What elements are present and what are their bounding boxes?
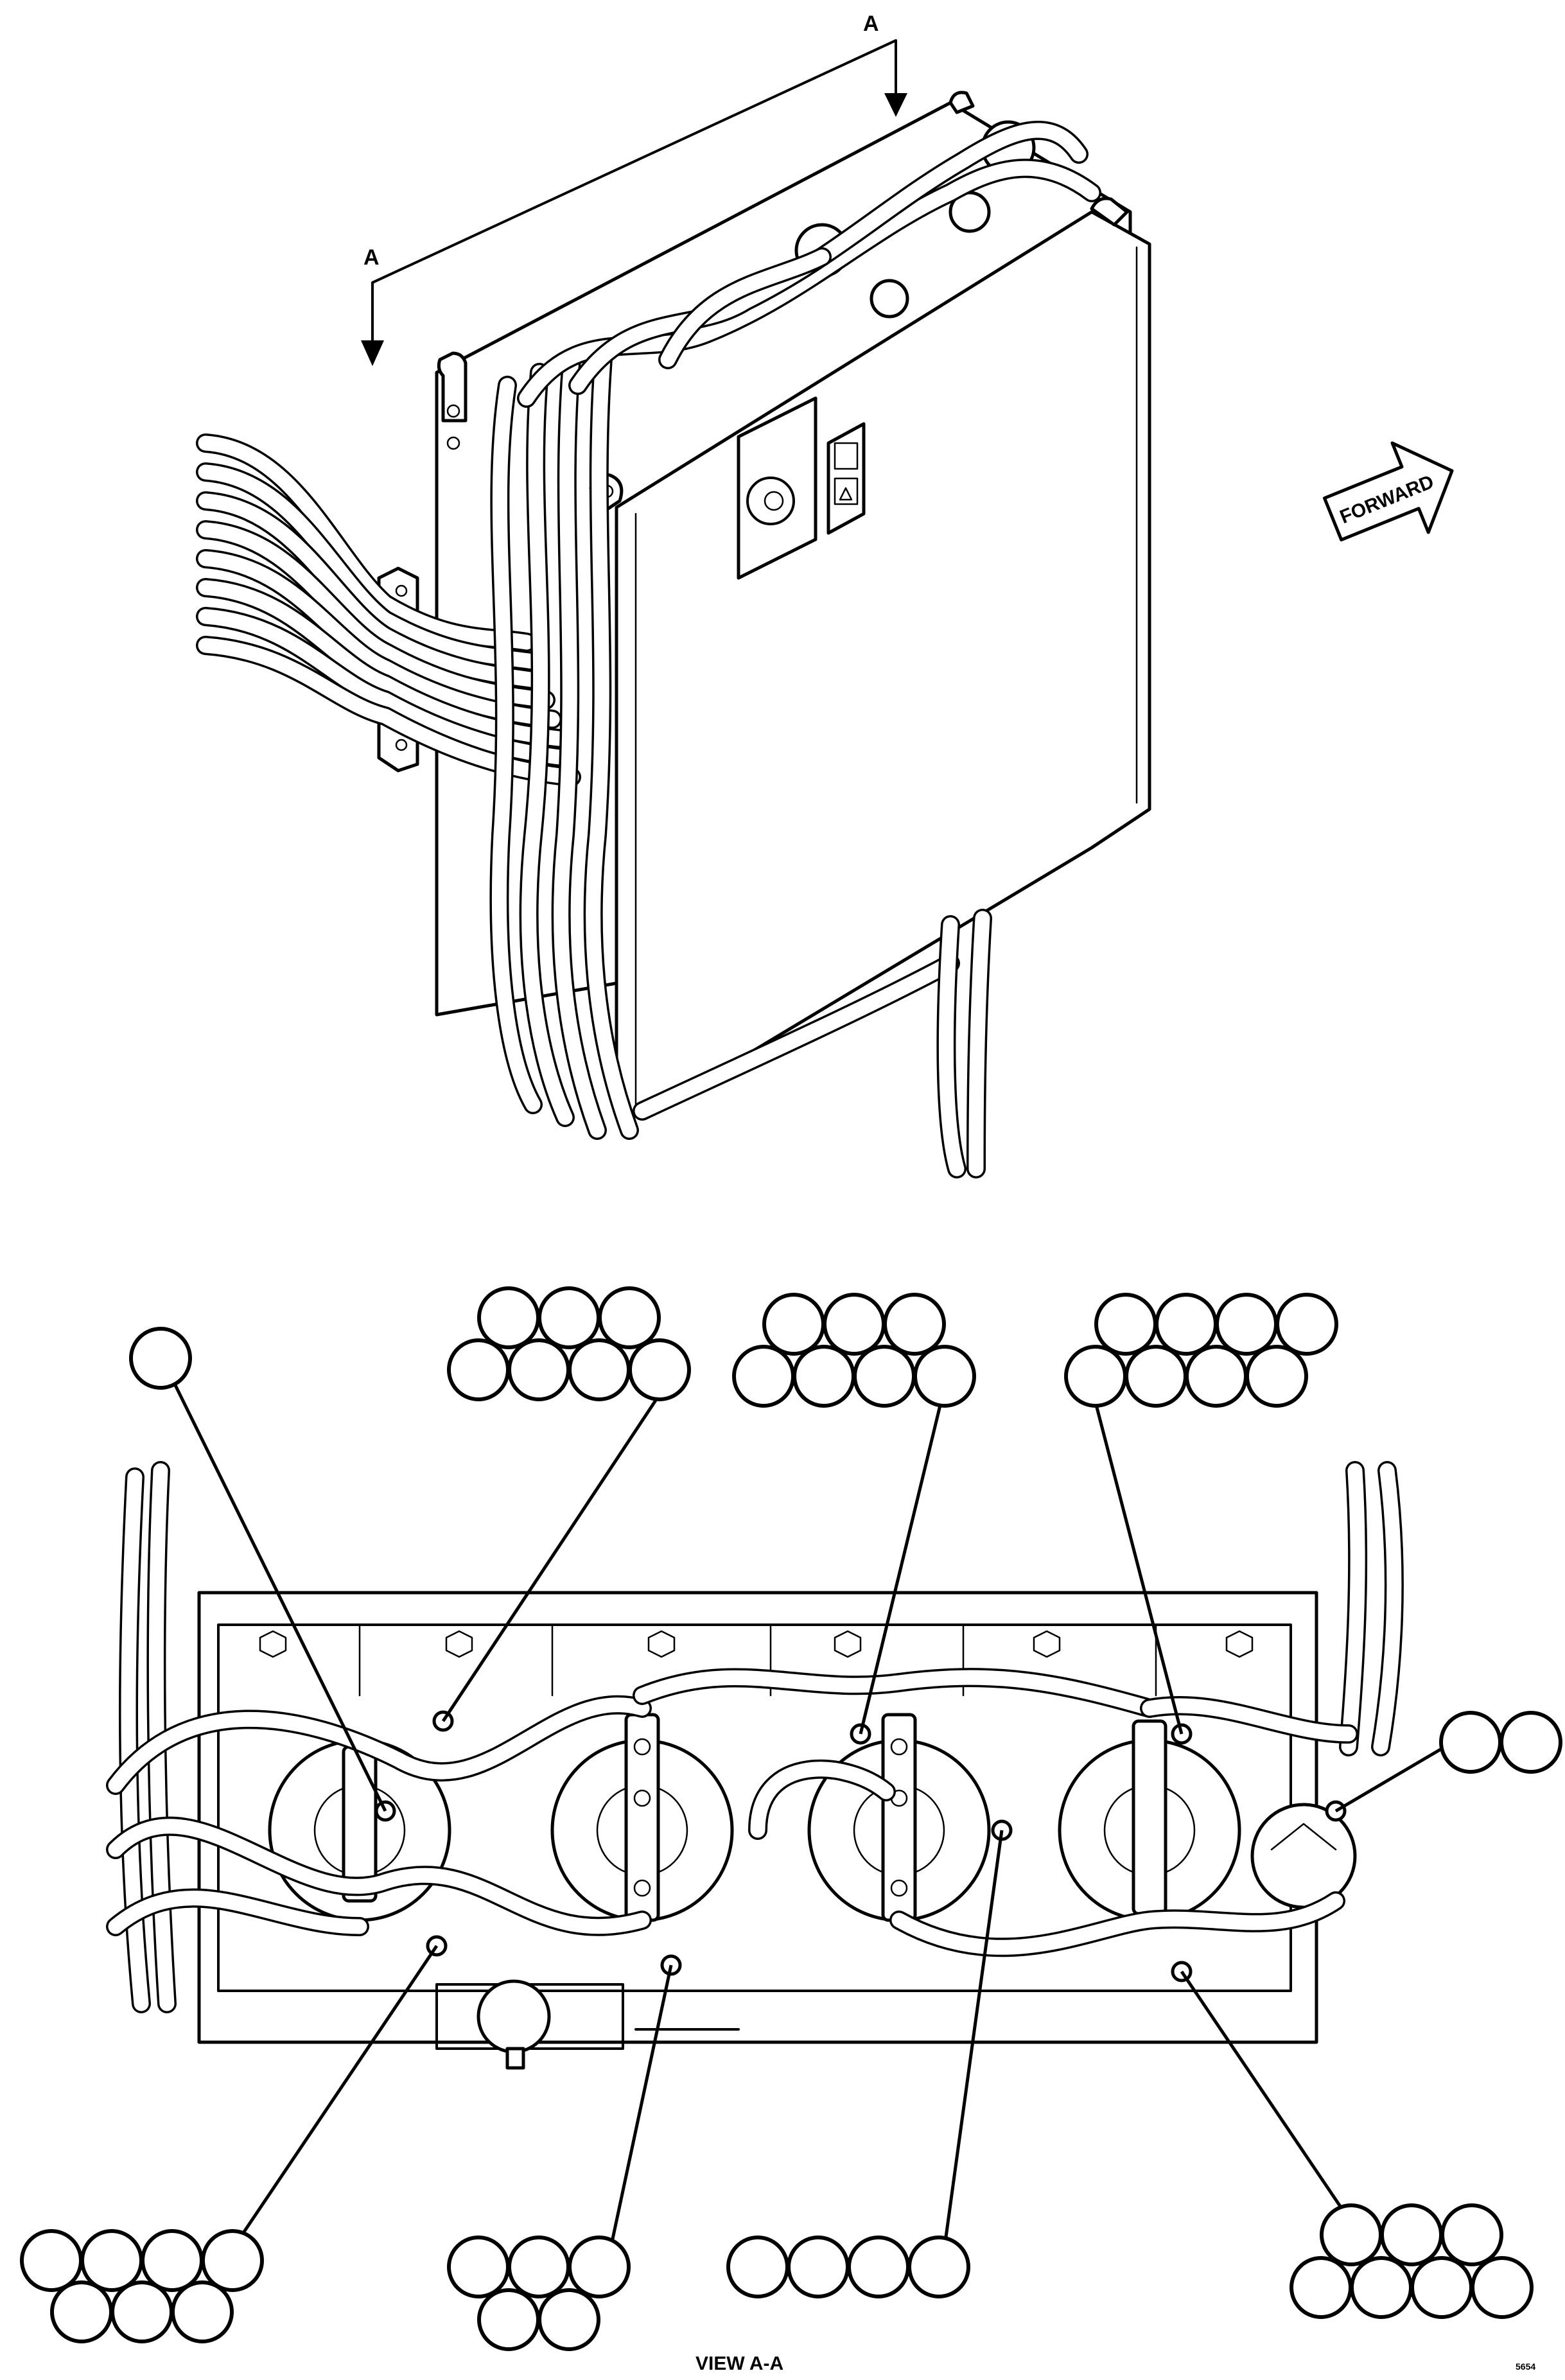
section-arrowhead-right	[884, 93, 907, 117]
section-arrowhead-left	[361, 340, 384, 366]
top-hose-runs	[517, 121, 1101, 408]
callout-bubble	[726, 2236, 789, 2298]
callout-bubble	[507, 1338, 570, 1401]
callout-bubble	[1410, 2256, 1473, 2319]
callout-bubble	[1350, 2256, 1413, 2319]
frame-bolts	[259, 1630, 1254, 1658]
callout-bubble	[477, 1286, 540, 1349]
callout-group-2	[441, 1286, 691, 1722]
callout-bubble	[80, 2229, 143, 2292]
callout-group-5	[1334, 1711, 1562, 1813]
callout-group-4	[1064, 1293, 1338, 1735]
callout-bubble	[907, 2236, 970, 2298]
valve-fittings	[342, 1713, 1167, 1922]
callout-group-7	[447, 1964, 673, 2351]
callout-bubble	[847, 2236, 910, 2298]
callout-bubble	[792, 1345, 855, 1408]
callout-bubble	[1215, 1293, 1278, 1356]
sheet-code: 5654	[1516, 2361, 1535, 2372]
isometric-assembly-view: A A	[196, 12, 1454, 1178]
callout-bubble	[110, 2280, 173, 2343]
callout-bubble	[1094, 1293, 1157, 1356]
callout-group-6	[20, 1945, 439, 2343]
callout-bubble	[50, 2280, 113, 2343]
callout-bubble	[538, 2288, 600, 2351]
callout-bubble	[1124, 1345, 1187, 1408]
bottom-hose-runs	[633, 909, 992, 1178]
caution-placard	[737, 396, 866, 580]
callout-bubble	[477, 2288, 540, 2351]
callout-bubble	[1290, 2256, 1352, 2319]
callout-bubble	[787, 2236, 850, 2298]
callout-bubble	[447, 2236, 510, 2298]
callout-bubble	[568, 2236, 631, 2298]
callout-group-8	[726, 1830, 1004, 2298]
callout-bubble	[171, 2280, 234, 2343]
callout-bubble	[1380, 2203, 1443, 2266]
callout-bubble	[883, 1293, 946, 1356]
vertical-hose-runs	[489, 340, 639, 1140]
callout-bubble	[141, 2229, 204, 2292]
callout-bubble	[447, 1338, 510, 1401]
section-label-left: A	[363, 245, 380, 270]
callout-bubble	[1439, 1711, 1502, 1774]
callout-bubble	[913, 1345, 976, 1408]
callout-bubble	[853, 1345, 916, 1408]
callout-bubble	[201, 2229, 264, 2292]
callout-bubble	[1155, 1293, 1218, 1356]
callout-bubble	[1275, 1293, 1338, 1356]
side-stub-hoses	[119, 1461, 1404, 2013]
callout-bubble	[1185, 1345, 1248, 1408]
callout-bubble	[507, 2236, 570, 2298]
callout-bubble	[628, 1338, 691, 1401]
callout-bubble	[1320, 2203, 1383, 2266]
callout-bubble	[1064, 1345, 1127, 1408]
callout-bubble	[538, 1286, 600, 1349]
callout-bubble	[1245, 1345, 1308, 1408]
view-a-a	[106, 1461, 1404, 2070]
callouts	[20, 1286, 1562, 2351]
callout-bubble	[823, 1293, 886, 1356]
callout-bubble	[598, 1286, 661, 1349]
callout-bubble	[20, 2229, 83, 2292]
callout-bubble	[1440, 2203, 1503, 2266]
callout-bubble	[1499, 1711, 1562, 1774]
callout-bubble	[1471, 2256, 1534, 2319]
callout-bubble	[762, 1293, 825, 1356]
callout-bubble	[129, 1327, 192, 1390]
callout-bubble	[568, 1338, 631, 1401]
crossing-hoses	[106, 1668, 1358, 1957]
callout-group-3	[732, 1293, 976, 1735]
forward-direction-arrow: FORWARD	[1322, 441, 1454, 542]
view-caption: VIEW A-A	[695, 2353, 783, 2374]
callout-bubble	[732, 1345, 795, 1408]
pressure-switch	[435, 1979, 740, 2070]
callout-group-1	[129, 1327, 387, 1812]
section-line-a-a: A A	[361, 12, 907, 366]
callout-group-9	[1180, 1970, 1534, 2319]
section-label-right: A	[863, 12, 879, 36]
